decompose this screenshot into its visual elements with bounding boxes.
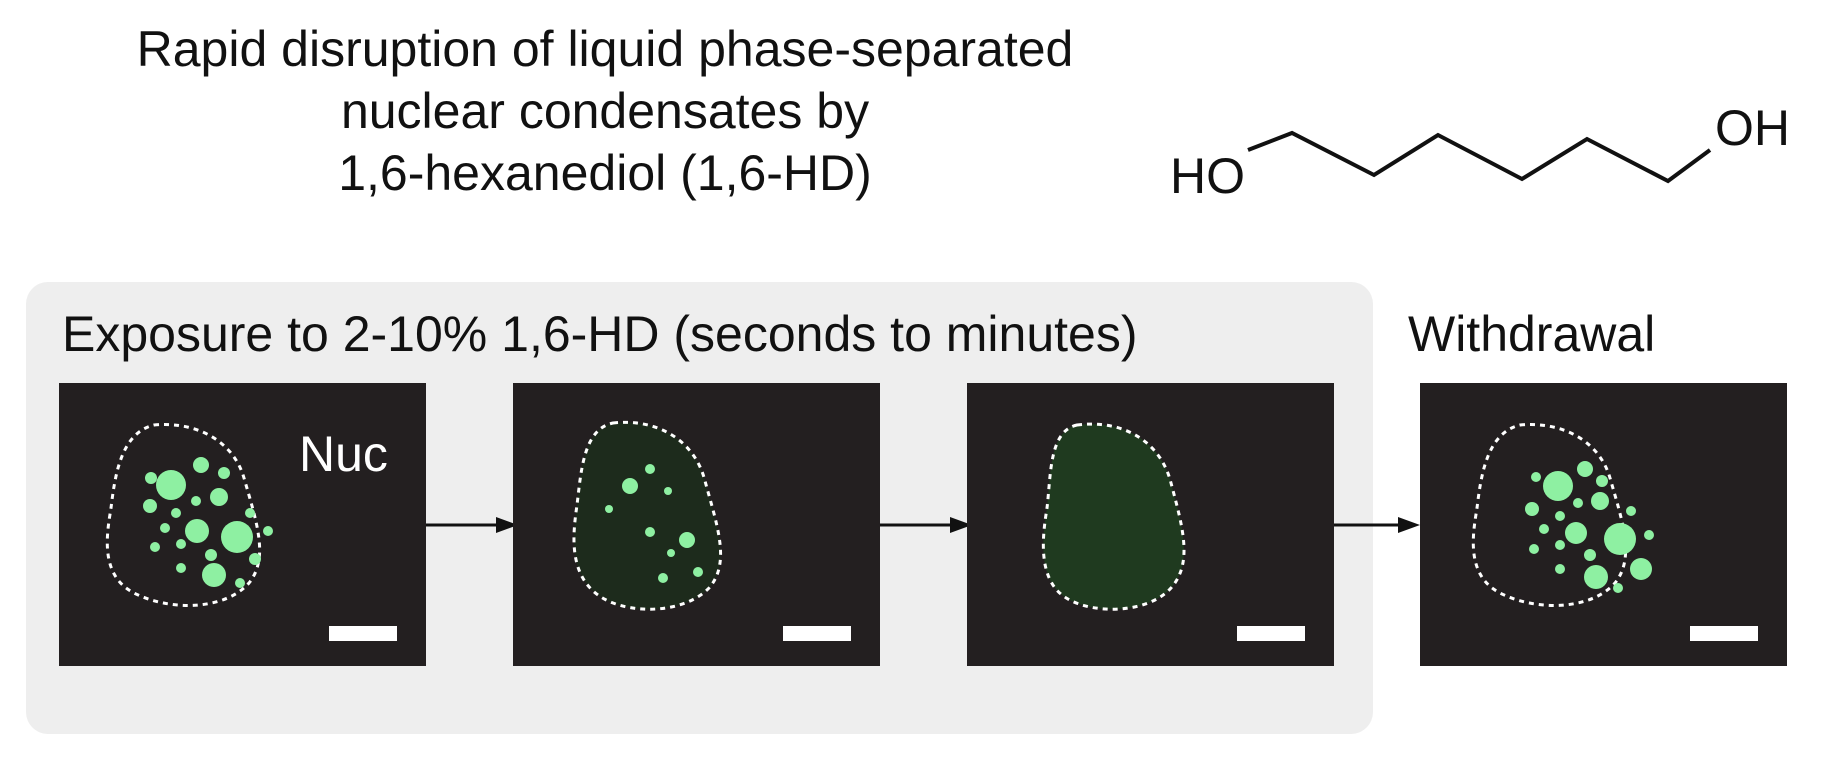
scale-bar	[783, 626, 851, 641]
condensate-droplets	[143, 457, 273, 588]
hydroxyl-left-label: HO	[1170, 148, 1245, 204]
nucleus-outline	[572, 420, 723, 611]
hexanediol-structure: HO OH	[1170, 100, 1790, 204]
arrow-2	[880, 515, 972, 535]
nucleus-label: Nuc	[299, 426, 388, 482]
condensate-droplets	[605, 464, 703, 583]
title-line-1: Rapid disruption of liquid phase-separat…	[136, 21, 1074, 77]
figure-title: Rapid disruption of liquid phase-separat…	[40, 18, 1170, 204]
micrograph-panel-1: Nuc	[59, 383, 426, 666]
nucleus-with-condensates	[105, 423, 273, 607]
arrow-1	[426, 515, 518, 535]
hydroxyl-right-label: OH	[1715, 100, 1790, 156]
title-line-3: 1,6-hexanediol (1,6-HD)	[338, 145, 872, 201]
condensate-droplets	[1525, 461, 1654, 593]
scale-bar	[1237, 626, 1305, 641]
scale-bar	[329, 626, 397, 641]
title-line-2: nuclear condensates by	[340, 83, 870, 139]
nucleus-outline	[1041, 422, 1186, 611]
withdrawal-label: Withdrawal	[1408, 306, 1656, 362]
nucleus-partially-dissolved	[572, 420, 723, 611]
arrow-3	[1334, 515, 1420, 535]
exposure-label: Exposure to 2-10% 1,6-HD (seconds to min…	[62, 306, 1138, 362]
nucleus-outline	[105, 423, 262, 607]
nucleus-condensates-reformed	[1471, 423, 1654, 607]
micrograph-panel-4	[1420, 383, 1787, 666]
micrograph-panel-3	[967, 383, 1334, 666]
scale-bar	[1690, 626, 1758, 641]
micrograph-panel-2	[513, 383, 880, 666]
nucleus-fully-dissolved	[1041, 422, 1186, 611]
carbon-chain-bonds	[1247, 130, 1712, 184]
